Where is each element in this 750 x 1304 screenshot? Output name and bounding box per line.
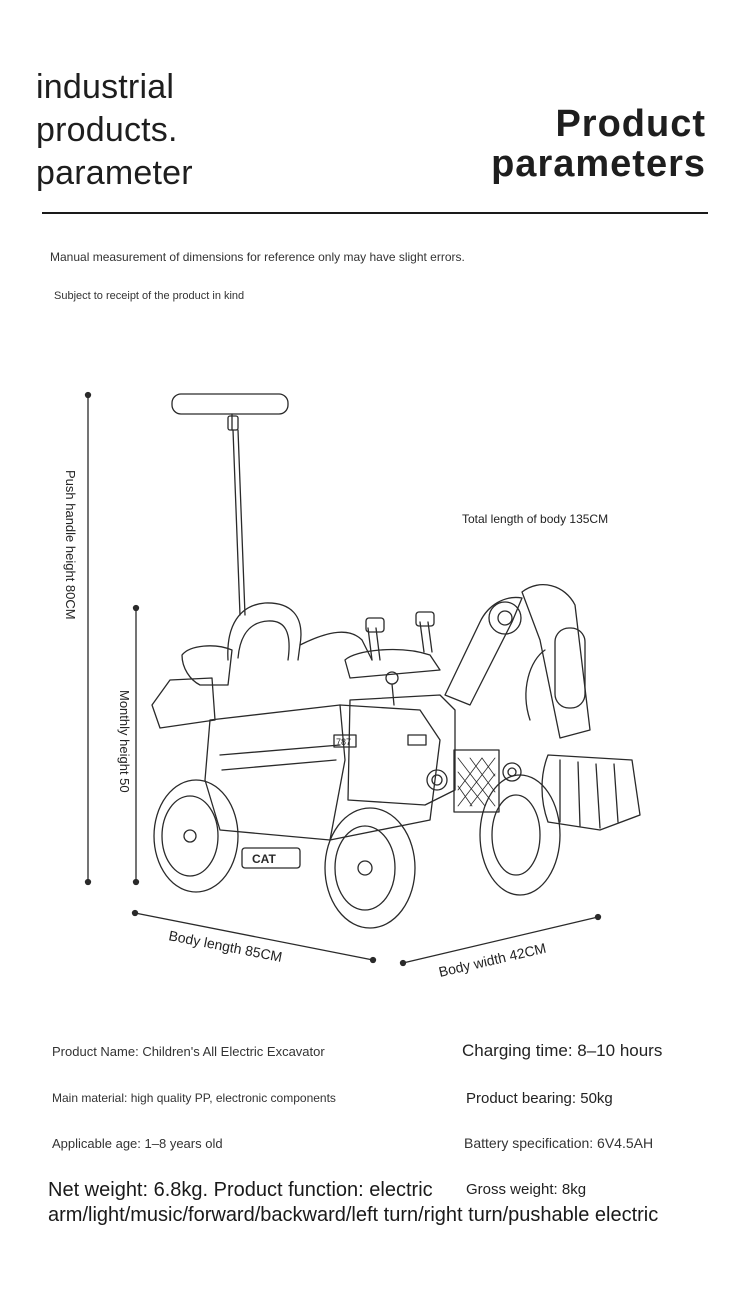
title-line-2: parameters — [491, 143, 706, 185]
spec-net-weight: Net weight: 6.8kg. Product function: ele… — [48, 1179, 659, 1226]
total-length-label: Total length of body 135CM — [462, 512, 608, 526]
spec-gross-weight: Gross weight: 8kg — [466, 1181, 587, 1198]
excavator-drawing: CAT 787 Push handle height 80CM Monthly … — [63, 391, 641, 980]
header-divider — [42, 212, 708, 214]
spec-applicable-age: Applicable age: 1–8 years old — [52, 1136, 223, 1151]
body-length-dim-line — [134, 912, 374, 961]
body-length-label: Body length 85CM — [167, 927, 283, 965]
vehicle-model-badge: 787 — [336, 737, 351, 747]
spec-product-bearing: Product bearing: 50kg — [466, 1090, 613, 1107]
body-width-dim-line — [402, 916, 599, 964]
push-handle-label: Push handle height 80CM — [63, 470, 78, 620]
spec-charging-time: Charging time: 8–10 hours — [462, 1041, 663, 1060]
spec-product-name: Product Name: Children's All Electric Ex… — [52, 1044, 325, 1059]
section-title-right: Product parameters — [491, 104, 706, 184]
spec-main-material: Main material: high quality PP, electron… — [52, 1091, 336, 1105]
vehicle-plate-text: CAT — [252, 852, 276, 866]
measurement-note: Manual measurement of dimensions for ref… — [50, 250, 465, 264]
body-width-label: Body width 42CM — [437, 940, 548, 980]
section-title-left: industrial products. parameter — [36, 68, 193, 192]
product-note: Subject to receipt of the product in kin… — [54, 290, 245, 302]
spec-battery: Battery specification: 6V4.5AH — [464, 1135, 654, 1151]
title-line-1: Product — [555, 103, 706, 145]
monthly-height-label: Monthly height 50 — [117, 690, 132, 793]
